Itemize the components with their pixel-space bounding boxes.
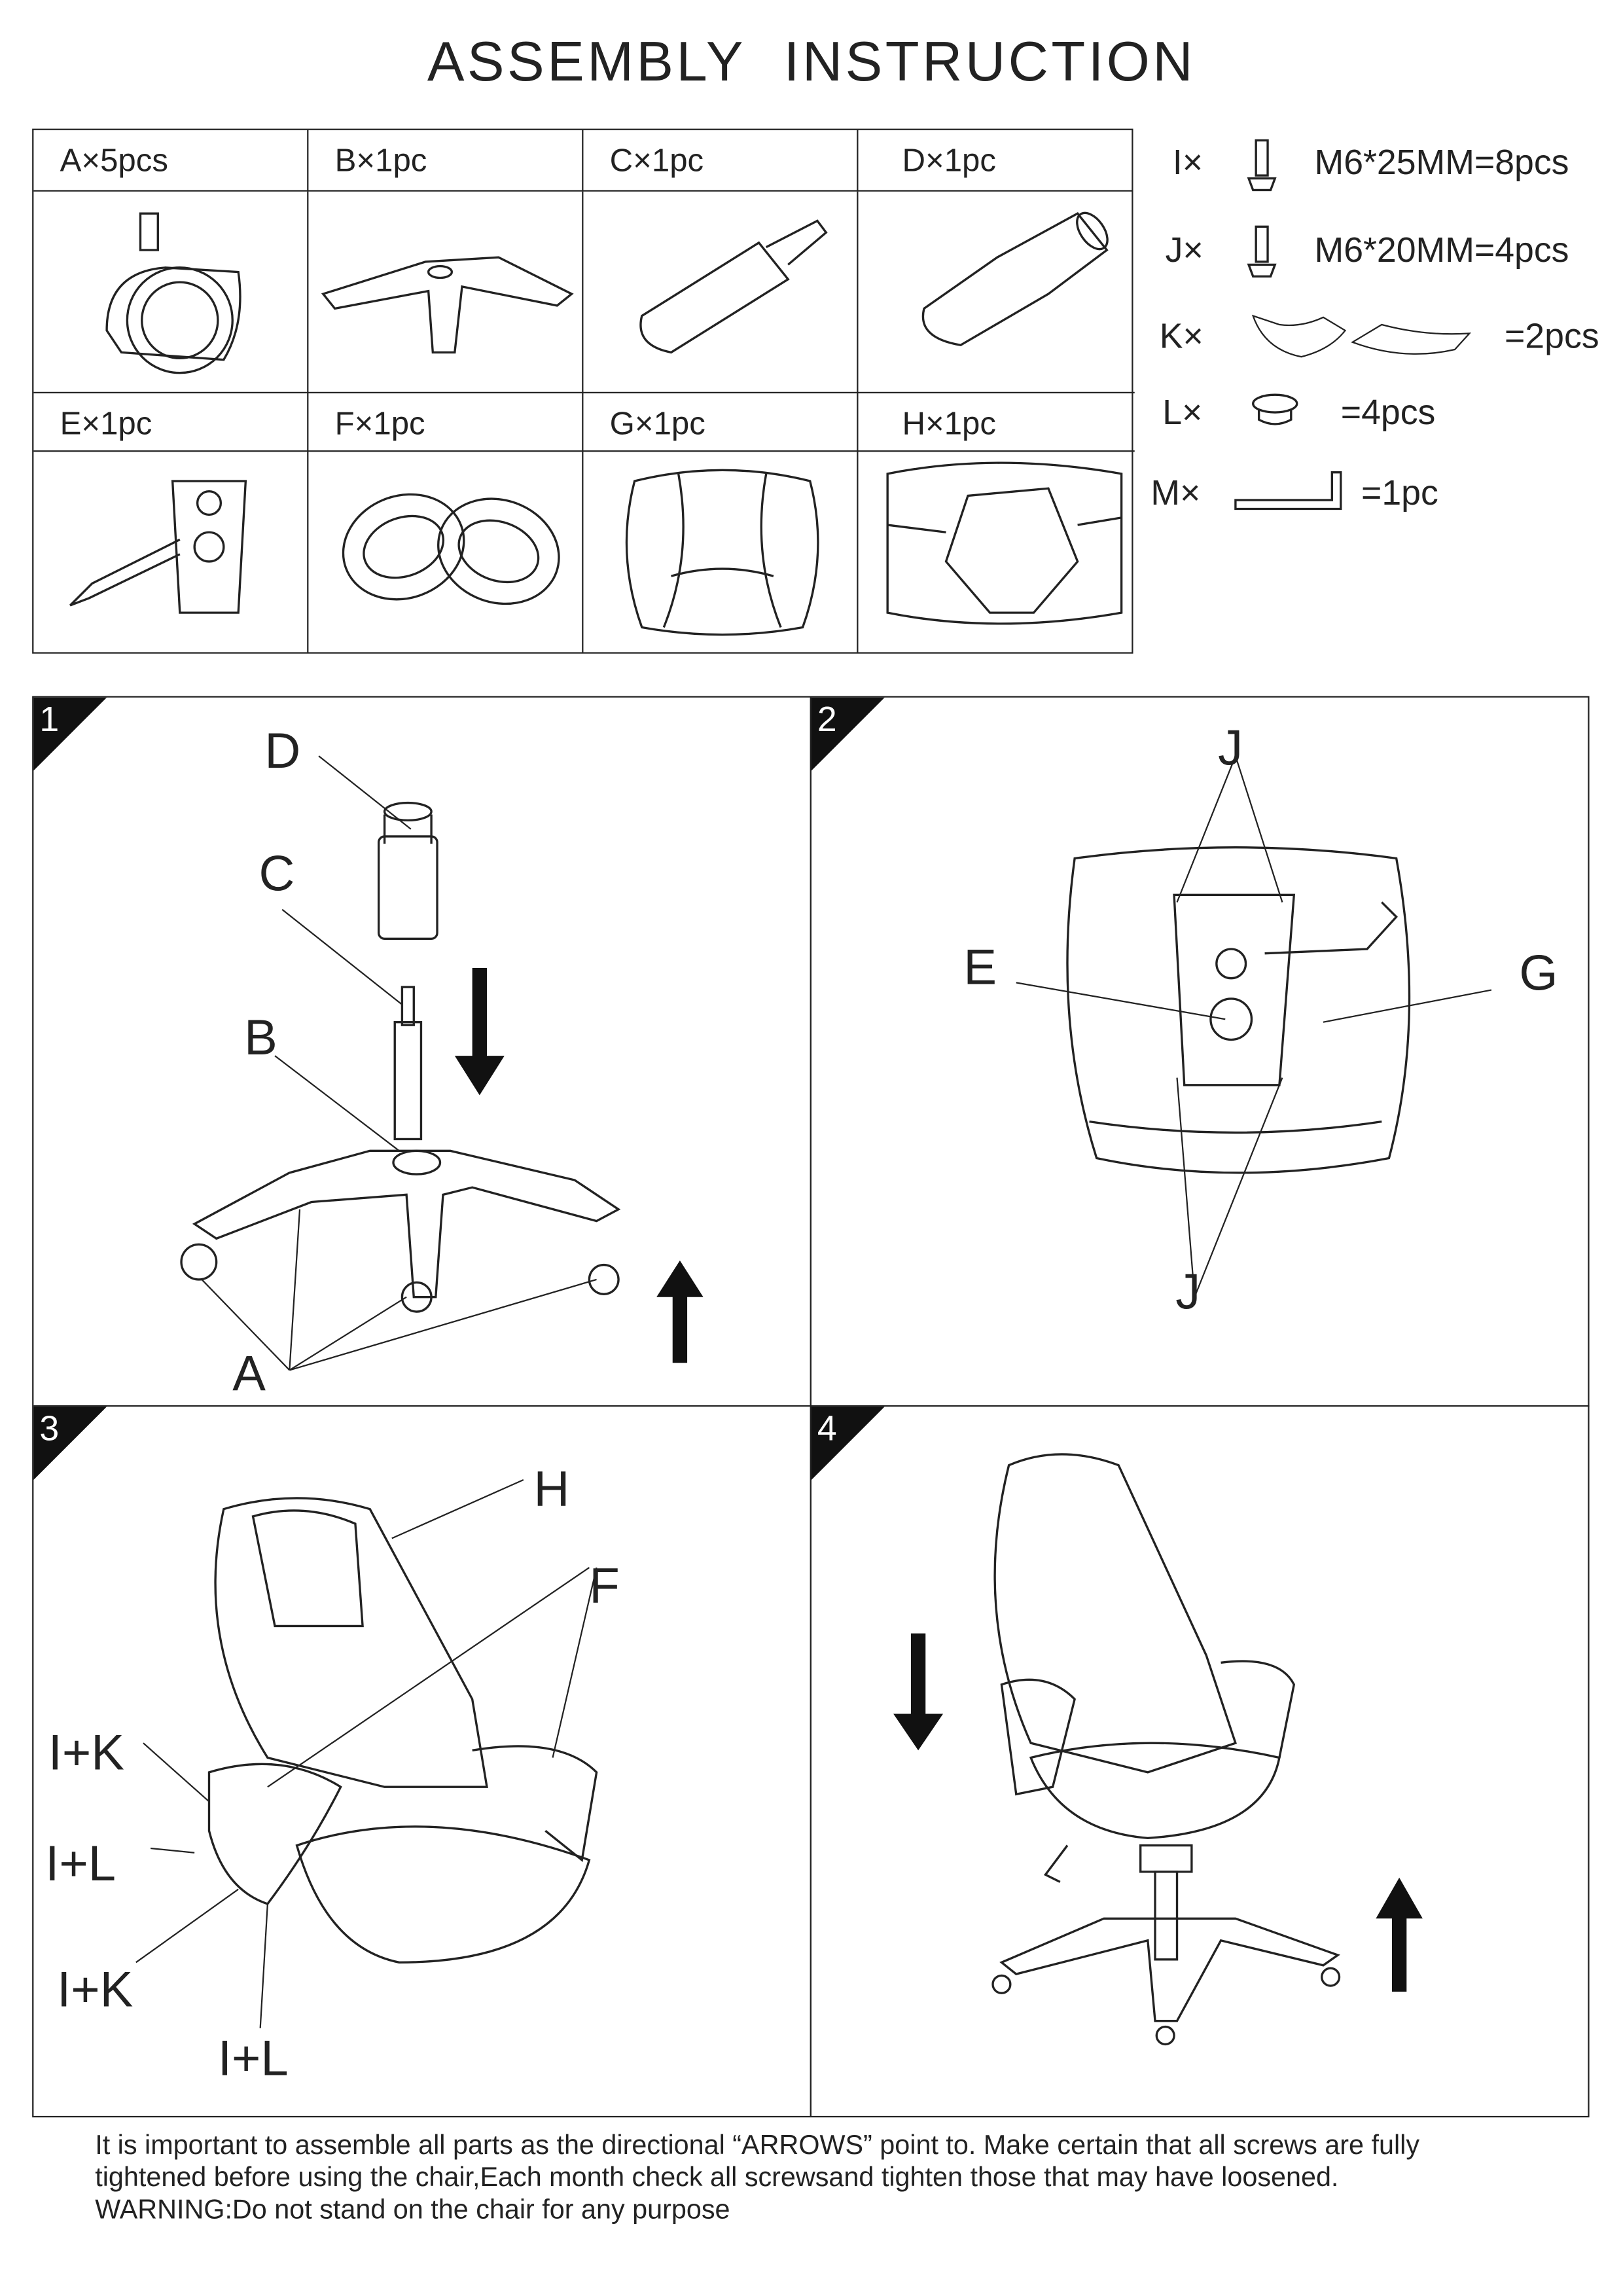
seat-icon <box>583 452 859 653</box>
parts-table: A×5pcs B×1pc C×1pc D×1pc E×1pc F×1pc G×1… <box>32 128 1135 654</box>
label-c: C <box>259 846 295 903</box>
label-i-k-1: I+K <box>48 1725 124 1782</box>
label-j-top: J <box>1218 721 1243 777</box>
hardware-j-spec: M6*20MM=4pcs <box>1314 231 1569 271</box>
caster-wheel-icon <box>33 191 309 393</box>
step-1-panel: 1 D C B A <box>33 697 812 1407</box>
hardware-m-label: M× <box>1150 473 1201 514</box>
part-d-label: D×1pc <box>858 130 1133 192</box>
step-1-badge <box>33 697 107 771</box>
label-b: B <box>244 1010 277 1066</box>
label-i-l-1: I+L <box>45 1837 116 1893</box>
footer-line-2: tightened before using the chair,Each mo… <box>95 2161 1339 2193</box>
grid-divider-vertical <box>810 697 812 2116</box>
footer-warning: WARNING:Do not stand on the chair for an… <box>95 2193 730 2225</box>
step-3-panel: 3 H F I+K I+L I+K I+L <box>33 1407 812 2116</box>
hardware-j-label: J× <box>1165 231 1204 271</box>
step-2-badge <box>811 697 885 771</box>
step-4-badge <box>811 1407 885 1480</box>
hardware-l-spec: =4pcs <box>1340 393 1436 433</box>
hardware-list: I× M6*25MM=8pcs J× M6*20MM=4pcs K× =2pcs… <box>1150 139 1619 535</box>
allen-key-icon <box>1234 471 1342 511</box>
step-2-panel: 2 J E G J <box>811 697 1590 1407</box>
part-g-label: G×1pc <box>583 393 859 452</box>
page-title: ASSEMBLY INSTRUCTION <box>427 32 1196 94</box>
screw-icon <box>1247 225 1277 278</box>
step-4-number: 4 <box>817 1409 837 1450</box>
hardware-i-label: I× <box>1172 143 1204 183</box>
step-3-number: 3 <box>39 1409 60 1450</box>
footer-line-1: It is important to assemble all parts as… <box>95 2128 1420 2160</box>
label-i-k-2: I+K <box>57 1962 134 2018</box>
star-base-icon <box>308 191 584 393</box>
label-a: A <box>232 1346 266 1403</box>
hardware-m-spec: =1pc <box>1361 473 1438 514</box>
label-e: E <box>963 940 997 996</box>
cover-plate-icon <box>1251 314 1472 358</box>
footer-notes: It is important to assemble all parts as… <box>95 2129 1419 2225</box>
part-b-label: B×1pc <box>308 130 584 192</box>
label-i-l-2: I+L <box>217 2031 289 2087</box>
label-h: H <box>533 1462 570 1518</box>
label-f: F <box>589 1558 620 1615</box>
hardware-k-spec: =2pcs <box>1504 317 1599 357</box>
gas-lift-icon <box>583 191 859 393</box>
part-a-label: A×5pcs <box>33 130 309 192</box>
armrests-icon <box>308 452 584 653</box>
label-j-bottom: J <box>1175 1265 1201 1321</box>
part-h-label: H×1pc <box>858 393 1135 452</box>
hardware-k-label: K× <box>1159 317 1204 357</box>
step-1-number: 1 <box>39 700 60 740</box>
step-3-badge <box>33 1407 107 1480</box>
step-2-number: 2 <box>817 700 837 740</box>
part-e-label: E×1pc <box>33 393 309 452</box>
hardware-l-label: L× <box>1162 393 1203 433</box>
label-d: D <box>264 723 301 780</box>
label-g: G <box>1519 946 1558 1002</box>
assembly-steps: 1 D C B A 2 J E G J 3 <box>32 696 1590 2118</box>
hardware-i-spec: M6*25MM=8pcs <box>1314 143 1569 183</box>
cap-icon <box>1252 393 1298 425</box>
backrest-icon <box>858 452 1134 652</box>
mechanism-icon <box>33 452 309 653</box>
lift-cover-icon <box>858 192 1135 393</box>
part-f-label: F×1pc <box>308 393 584 452</box>
part-c-label: C×1pc <box>583 130 859 192</box>
screw-icon <box>1247 139 1277 192</box>
step-4-panel: 4 <box>811 1407 1590 2116</box>
